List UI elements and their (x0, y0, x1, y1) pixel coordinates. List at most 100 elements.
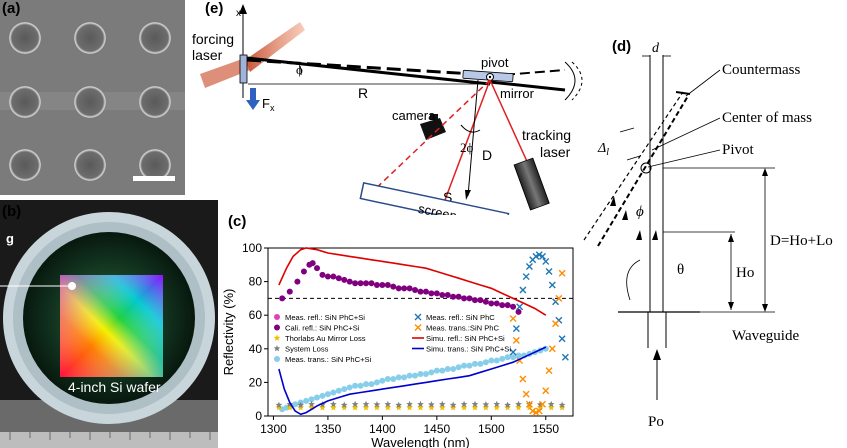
R-label: R (358, 85, 368, 101)
legend-left-marker (274, 356, 280, 362)
data-point-2 (275, 404, 283, 411)
legend-left-marker (273, 345, 281, 352)
legend-right-label: Simu. refl.: SiN PhC+Si (426, 334, 505, 343)
data-point-1 (395, 374, 402, 381)
data-point-0 (363, 280, 370, 287)
data-point-2 (406, 404, 413, 411)
data-point-0 (412, 287, 419, 293)
y-tick-label: 20 (249, 375, 263, 389)
data-point-0 (493, 300, 500, 307)
tracking-laser-label-1: tracking (522, 127, 571, 143)
center-of-mass-label: Center of mass (722, 110, 812, 126)
panel-a-label: (a) (2, 0, 21, 17)
phi-label-d: ϕ (636, 204, 644, 220)
data-point-0 (286, 288, 293, 295)
mirror-label: mirror (500, 86, 535, 101)
data-point-4 (509, 348, 517, 356)
Ho-label: Ho (736, 265, 754, 281)
data-point-1 (461, 362, 468, 369)
data-point-0 (401, 285, 408, 292)
legend-right-label: Meas. trans.:SiN PhC (426, 324, 500, 333)
data-point-0 (444, 292, 451, 299)
data-point-1 (373, 379, 380, 386)
legend-left-marker (274, 324, 280, 331)
panel-b-label: (b) (2, 203, 22, 220)
legend-right-label: Simu. trans.: SiN PhC+Si (426, 345, 511, 354)
data-point-3 (428, 401, 435, 408)
data-point-2 (504, 404, 511, 411)
data-point-0 (477, 297, 484, 304)
data-point-4 (516, 303, 524, 311)
x-tick-label: 1400 (369, 422, 396, 436)
legend-left-label: System Loss (285, 345, 329, 354)
data-point-3 (340, 401, 348, 408)
data-point-2 (449, 404, 457, 411)
data-point-1 (341, 386, 348, 393)
data-point-2 (297, 404, 304, 411)
data-point-1 (515, 352, 522, 359)
data-point-4 (558, 335, 566, 343)
y-tick-label: 80 (249, 275, 263, 289)
data-point-0 (406, 285, 413, 292)
data-point-2 (493, 404, 501, 411)
x-tick-label: 1300 (260, 422, 287, 436)
data-point-2 (428, 404, 435, 411)
data-point-2 (330, 404, 337, 411)
panel-e-label: (e) (205, 0, 224, 17)
camera-label: camera (392, 108, 436, 123)
data-point-5 (545, 367, 553, 375)
data-point-0 (319, 271, 326, 278)
data-point-0 (324, 273, 331, 280)
data-point-0 (357, 280, 364, 287)
scale-bar (133, 176, 175, 181)
data-point-2 (417, 404, 424, 411)
angle-diagram: d Countermass Center of mass Pivot Δl D=… (583, 41, 833, 430)
y-tick-label: 0 (255, 409, 262, 423)
data-point-0 (455, 293, 462, 300)
data-point-3 (275, 401, 283, 408)
legend-left-label: Thorlabs Au Mirror Loss (285, 334, 366, 343)
data-point-2 (439, 404, 446, 411)
data-point-1 (314, 394, 321, 401)
y-tick-label: 100 (242, 241, 262, 255)
data-point-3 (362, 400, 370, 408)
legend-left-marker (274, 314, 280, 320)
data-point-5 (548, 345, 556, 353)
data-point-1 (482, 359, 489, 366)
data-point-4 (519, 286, 527, 294)
sem-holes (9, 22, 171, 181)
data-point-4 (545, 268, 553, 276)
data-point-3 (330, 400, 337, 408)
data-point-3 (449, 401, 457, 408)
data-point-1 (493, 357, 500, 364)
setup-schematic: x ϕ pivot mirror R Fx forcing laser came… (192, 4, 583, 215)
data-point-1 (303, 397, 310, 404)
panel-d-label: (d) (612, 38, 632, 55)
data-point-0 (300, 268, 307, 275)
data-point-0 (439, 292, 446, 299)
data-point-1 (335, 387, 342, 394)
forcing-laser-label-2: laser (192, 47, 223, 63)
data-point-3 (406, 400, 413, 408)
sem-image (0, 0, 185, 195)
legend-right-marker (414, 313, 422, 321)
data-point-4 (512, 325, 520, 333)
x-tick-label: 1450 (423, 422, 450, 436)
y-tick-label: 60 (249, 308, 263, 322)
data-point-1 (384, 376, 391, 383)
series-line-7 (278, 346, 547, 416)
data-point-2 (395, 404, 402, 411)
data-point-0 (515, 308, 522, 315)
data-point-5 (535, 407, 543, 415)
data-point-1 (455, 364, 462, 371)
data-point-2 (351, 404, 359, 411)
forcing-laser-label-1: forcing (192, 31, 234, 47)
data-point-1 (346, 384, 353, 391)
data-point-1 (466, 362, 473, 369)
data-point-3 (558, 401, 566, 408)
data-point-0 (390, 283, 397, 290)
data-point-3 (351, 400, 359, 408)
data-point-2 (526, 404, 533, 411)
data-point-3 (471, 400, 479, 408)
data-point-0 (504, 302, 511, 309)
